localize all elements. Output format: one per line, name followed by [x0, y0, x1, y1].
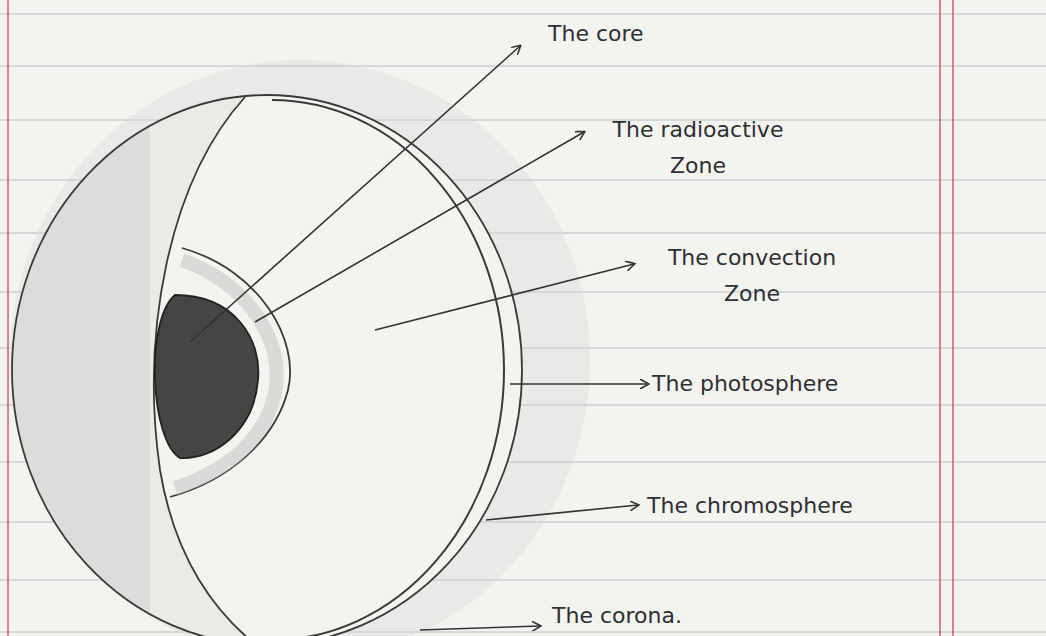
layer-label: The convection Zone — [652, 240, 852, 312]
photosphere-arc — [272, 100, 504, 636]
layer-label: The corona. — [552, 598, 812, 634]
layer-label: The radioactive Zone — [598, 112, 798, 184]
core-shape — [155, 295, 259, 458]
sun-outline — [12, 95, 522, 636]
leader-lines — [190, 46, 648, 630]
layer-label: The photosphere — [652, 366, 932, 402]
layer-label: The chromosphere — [647, 488, 932, 524]
layer-label: The core — [548, 16, 808, 52]
